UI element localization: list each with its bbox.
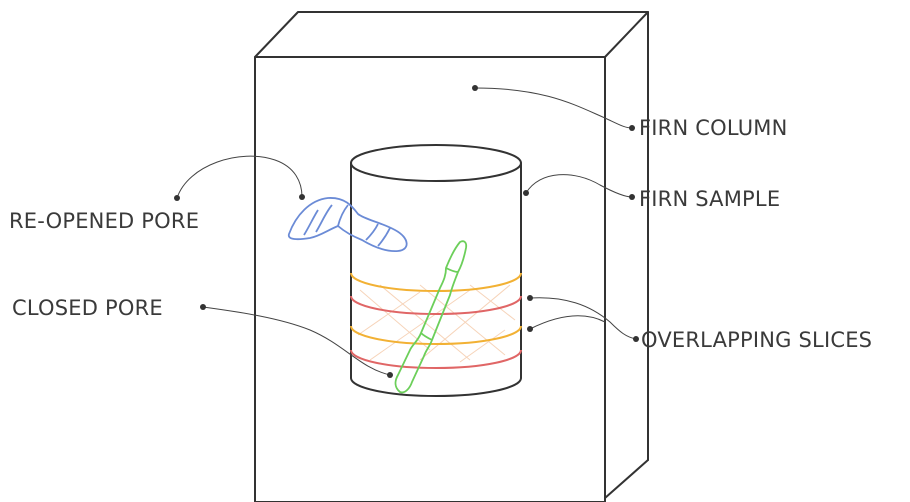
- leader-firn-sample: [525, 174, 633, 198]
- label-closed-pore: CLOSED PORE: [12, 296, 163, 320]
- slice-hatching: [357, 284, 516, 363]
- label-overlapping-slices: OVERLAPPING SLICES: [641, 328, 872, 352]
- closed-pore-shape: [394, 240, 468, 394]
- label-reopened-pore: RE-OPENED PORE: [9, 209, 199, 233]
- cylinder-bottom: [350, 377, 522, 397]
- closed-pore-outline: [394, 240, 468, 394]
- leader-dots: [174, 85, 639, 378]
- reopened-pore-shape: [287, 197, 408, 252]
- label-firn-sample: FIRN SAMPLE: [639, 187, 780, 211]
- column-bottom-edge: [604, 459, 649, 499]
- overlapping-slices: [350, 272, 522, 369]
- column-front-face: [254, 56, 606, 502]
- slice-4: [350, 349, 522, 369]
- slice-1: [350, 272, 522, 292]
- slice-3: [350, 325, 522, 345]
- leader-overlapping-slices-b: [529, 315, 606, 330]
- leader-closed-pore: [202, 306, 391, 376]
- column-top-face: [254, 11, 649, 58]
- leader-lines: [176, 87, 637, 376]
- firn-sample-cylinder: [350, 144, 522, 397]
- slice-2: [350, 295, 522, 315]
- reopened-pore-outline: [287, 197, 408, 252]
- label-firn-column: FIRN COLUMN: [639, 116, 788, 140]
- leader-overlapping-slices-a: [529, 297, 637, 340]
- firn-column-block: [254, 11, 649, 502]
- leader-reopened-pore: [176, 155, 303, 199]
- leader-firn-column: [474, 87, 633, 129]
